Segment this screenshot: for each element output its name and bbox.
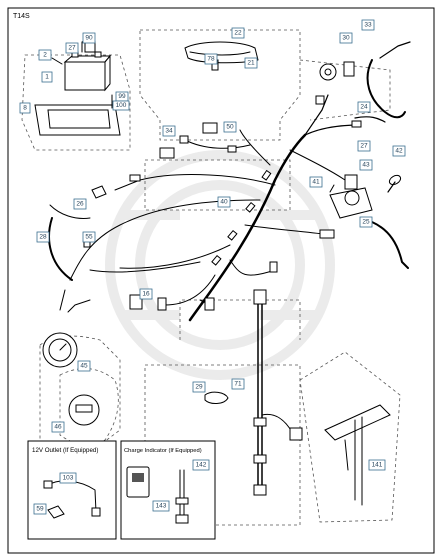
callout-40: 40 bbox=[217, 196, 231, 208]
callout-26: 26 bbox=[73, 198, 87, 210]
svg-text:27: 27 bbox=[360, 143, 368, 150]
svg-text:50: 50 bbox=[226, 124, 234, 131]
svg-text:33: 33 bbox=[364, 22, 372, 29]
callout-143: 143 bbox=[152, 500, 170, 512]
svg-text:24: 24 bbox=[360, 104, 368, 111]
callout-28: 28 bbox=[36, 231, 50, 243]
svg-text:2: 2 bbox=[43, 52, 47, 59]
diagram-frame bbox=[7, 7, 435, 554]
callouts: 2 27 90 22 33 30 1 99 100 78 21 24 8 50 … bbox=[19, 19, 406, 471]
callout-24: 24 bbox=[357, 101, 371, 113]
harness-71 bbox=[204, 289, 303, 496]
callout-59: 59 bbox=[33, 503, 47, 515]
callout-25: 25 bbox=[359, 216, 373, 228]
callout-46: 46 bbox=[51, 421, 65, 433]
watermark bbox=[105, 150, 335, 380]
callout-41: 41 bbox=[309, 176, 323, 188]
callout-90: 90 bbox=[82, 32, 96, 44]
callout-2: 2 bbox=[38, 49, 52, 61]
svg-text:100: 100 bbox=[116, 102, 127, 109]
svg-text:143: 143 bbox=[156, 503, 167, 510]
inset-outlet-title: 12V Outlet (If Equipped) bbox=[32, 447, 98, 454]
dash-module bbox=[184, 41, 259, 71]
inset-12v-outlet: 12V Outlet (If Equipped) 103 59 bbox=[27, 440, 117, 540]
svg-text:16: 16 bbox=[142, 291, 150, 298]
callout-43: 43 bbox=[359, 159, 373, 171]
svg-text:28: 28 bbox=[39, 234, 47, 241]
callout-142: 142 bbox=[192, 459, 210, 471]
callout-1: 1 bbox=[41, 71, 53, 83]
callout-42: 42 bbox=[392, 145, 406, 157]
seat-switch-bracket bbox=[324, 404, 391, 506]
svg-text:21: 21 bbox=[247, 60, 255, 67]
callout-99: 99 bbox=[115, 91, 129, 102]
svg-text:40: 40 bbox=[220, 199, 228, 206]
svg-text:141: 141 bbox=[372, 462, 383, 469]
callout-33: 33 bbox=[361, 19, 375, 31]
inset-charge-title: Charge Indicator (If Equipped) bbox=[124, 448, 202, 454]
callout-45: 45 bbox=[77, 360, 91, 372]
middle-parts bbox=[48, 122, 218, 313]
svg-text:41: 41 bbox=[312, 179, 320, 186]
callout-30: 30 bbox=[339, 32, 353, 44]
svg-text:8: 8 bbox=[23, 105, 27, 112]
callout-100: 100 bbox=[112, 100, 130, 111]
callout-50: 50 bbox=[223, 121, 237, 133]
callout-29: 29 bbox=[192, 381, 206, 393]
callout-71: 71 bbox=[231, 378, 245, 390]
svg-text:78: 78 bbox=[207, 56, 215, 63]
callout-78: 78 bbox=[204, 53, 218, 65]
svg-text:90: 90 bbox=[85, 35, 93, 42]
svg-text:59: 59 bbox=[36, 506, 44, 513]
svg-text:45: 45 bbox=[80, 363, 88, 370]
svg-text:103: 103 bbox=[63, 475, 74, 482]
callout-16: 16 bbox=[139, 288, 153, 300]
callout-8: 8 bbox=[19, 102, 31, 114]
svg-text:43: 43 bbox=[362, 162, 370, 169]
svg-text:29: 29 bbox=[195, 384, 203, 391]
inset-charge-indicator: Charge Indicator (If Equipped) 142 143 bbox=[120, 440, 216, 540]
callout-103: 103 bbox=[59, 472, 77, 484]
callout-141: 141 bbox=[368, 459, 386, 471]
svg-text:22: 22 bbox=[234, 30, 242, 37]
main-harness bbox=[59, 94, 362, 322]
svg-text:27: 27 bbox=[68, 45, 76, 52]
callout-27-top: 27 bbox=[65, 42, 79, 54]
svg-text:30: 30 bbox=[342, 35, 350, 42]
callout-27: 27 bbox=[357, 140, 371, 152]
callout-22: 22 bbox=[231, 27, 245, 39]
svg-text:71: 71 bbox=[234, 381, 242, 388]
svg-text:46: 46 bbox=[54, 424, 62, 431]
svg-text:1: 1 bbox=[45, 74, 49, 81]
svg-text:42: 42 bbox=[395, 148, 403, 155]
upper-right-parts bbox=[319, 41, 411, 193]
svg-text:55: 55 bbox=[85, 234, 93, 241]
callout-55: 55 bbox=[82, 231, 96, 243]
svg-text:25: 25 bbox=[362, 219, 370, 226]
callout-34: 34 bbox=[162, 125, 176, 137]
svg-text:26: 26 bbox=[76, 201, 84, 208]
ignition-switch bbox=[329, 174, 409, 269]
callout-21: 21 bbox=[244, 57, 258, 69]
svg-text:142: 142 bbox=[196, 462, 207, 469]
svg-text:99: 99 bbox=[118, 93, 126, 100]
gauges bbox=[42, 332, 100, 426]
battery-assembly bbox=[34, 37, 121, 136]
svg-text:34: 34 bbox=[165, 128, 173, 135]
model-code: T14S bbox=[13, 13, 30, 20]
